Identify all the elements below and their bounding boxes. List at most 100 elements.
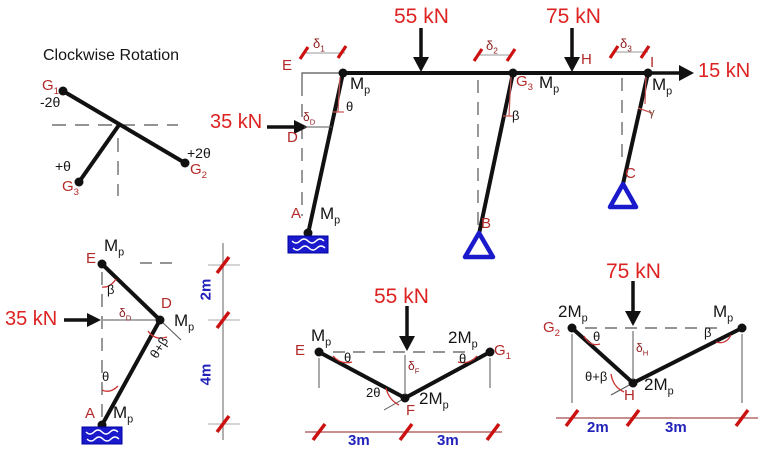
- label-node-D: D: [287, 129, 298, 146]
- label-node-H-beam2: H: [624, 387, 635, 404]
- arrow-head: [413, 57, 429, 72]
- legend-linework: [52, 86, 190, 196]
- label-2mp-F: 2Mp: [419, 389, 449, 412]
- load-label-35kn: 35 kN: [210, 111, 263, 133]
- label-node-I: I: [650, 54, 655, 71]
- angle-arc: [610, 373, 625, 393]
- label-mp-E-beam1: Mp: [311, 326, 332, 349]
- label-G3: G3: [62, 178, 80, 198]
- pin-support-B: [462, 230, 496, 260]
- dim-label-2m: 2m: [197, 278, 215, 301]
- label-2mp-H: 2Mp: [644, 375, 674, 398]
- label-node-E: E: [282, 57, 293, 74]
- label-angle-theta-plus-beta-beam2: θ+β: [585, 369, 608, 384]
- hinge-dot: [485, 347, 495, 357]
- column-left-member: [306, 72, 345, 235]
- dim-tick-icon: [215, 414, 231, 434]
- label-node-G1: G1: [494, 342, 512, 362]
- fixed-support-A: [287, 235, 329, 254]
- label-angle-beta-beam2: β: [704, 325, 712, 340]
- label-angle-2theta: 2θ: [366, 385, 381, 400]
- label-rotation-g2: +2θ: [187, 145, 211, 161]
- member-F-G1: [404, 350, 491, 400]
- label-delta2: δ2: [486, 38, 498, 56]
- member-E-F: [318, 350, 406, 400]
- angle-arc: [101, 278, 117, 288]
- dim-tick-icon: [625, 408, 641, 428]
- angle-arc: [385, 387, 400, 406]
- load-arrow-35kn: [267, 120, 308, 134]
- arrow-head: [399, 336, 415, 351]
- load-label-75kn-mechanism: 75 kN: [606, 260, 661, 283]
- dim-label-3m-right: 3m: [437, 432, 459, 449]
- label-mp-column-right: Mp: [652, 75, 673, 98]
- label-G1: G1: [42, 77, 60, 97]
- label-node-B: B: [481, 215, 492, 232]
- load-arrow-15kn: [651, 65, 694, 81]
- dim-tick-icon: [215, 310, 231, 330]
- load-arrow-55kn: [413, 28, 429, 72]
- angle-arc: [583, 335, 601, 346]
- dim-label-3m-left: 3m: [348, 432, 370, 449]
- legend-member-g1-g2: [61, 89, 187, 165]
- load-label-35kn-mechanism: 35 kN: [5, 308, 58, 330]
- angle-arc: [457, 355, 478, 364]
- support-hatch: [291, 238, 325, 244]
- label-deltaD: δD: [303, 110, 316, 127]
- fixed-support-block: [81, 426, 123, 445]
- label-delta3: δ3: [620, 36, 632, 54]
- hinge-dot: [155, 315, 165, 325]
- angle-arc: [715, 334, 732, 344]
- label-deltaH: δH: [636, 341, 649, 358]
- fixed-support-A-mechanism: [81, 426, 123, 445]
- label-node-E-beam1: E: [295, 342, 306, 359]
- column-middle-member: [477, 72, 515, 235]
- load-arrow-75kn: [564, 28, 580, 72]
- label-node-G2: G2: [543, 319, 561, 339]
- label-node-A: A: [291, 205, 302, 222]
- angle-ref-line: [644, 76, 647, 105]
- fixed-support-block: [287, 235, 329, 254]
- dim-tick-icon: [734, 408, 750, 428]
- hinge-dot: [400, 393, 410, 403]
- hinge-dot: [303, 228, 313, 238]
- label-mp-right-beam2: Mp: [713, 302, 734, 325]
- label-angle-beta: β: [512, 108, 520, 123]
- load-arrow-35kn-mechanism: [64, 313, 101, 327]
- dim-tick-icon: [311, 422, 327, 442]
- pin-support-C: [607, 181, 639, 210]
- load-arrow-55kn-mechanism: [399, 306, 415, 351]
- column-mechanism: [64, 243, 240, 445]
- hinge-dot: [628, 378, 638, 388]
- label-angle-theta-left: θ: [344, 350, 352, 365]
- frame-sway-mechanism: [267, 28, 694, 260]
- dim-tick-icon: [215, 255, 231, 275]
- member-G2-H: [570, 326, 635, 385]
- arrow-head: [564, 57, 580, 72]
- dim-tick-icon: [505, 48, 517, 62]
- label-mp-D: Mp: [174, 311, 195, 334]
- label-2mp-G1: 2Mp: [448, 328, 478, 351]
- legend-member-g3: [77, 123, 121, 184]
- member-H-I: [632, 326, 743, 385]
- dim-label-3m-beam2: 3m: [665, 419, 687, 436]
- label-deltaF: δF: [408, 359, 420, 376]
- hinge-dot: [314, 347, 324, 357]
- hinge-dot: [737, 323, 747, 333]
- dim-label-4m: 4m: [197, 363, 215, 386]
- hinge-dot: [180, 158, 190, 168]
- angle-extension-line: [159, 319, 182, 341]
- label-node-G3: G3: [516, 73, 534, 93]
- dim-tick-icon: [472, 48, 484, 62]
- angle-arc: [147, 330, 168, 339]
- angle-ref-line: [508, 76, 512, 117]
- label-node-H: H: [581, 51, 592, 68]
- label-mp-A-mechanism: Mp: [113, 403, 134, 426]
- label-node-A-mechanism: A: [85, 405, 96, 422]
- dim-tick-icon: [298, 46, 310, 60]
- dim-label-2m-beam2: 2m: [587, 419, 609, 436]
- label-2mp-G2: 2Mp: [558, 302, 588, 325]
- label-G2: G2: [190, 161, 208, 181]
- angle-ref-line: [337, 76, 341, 113]
